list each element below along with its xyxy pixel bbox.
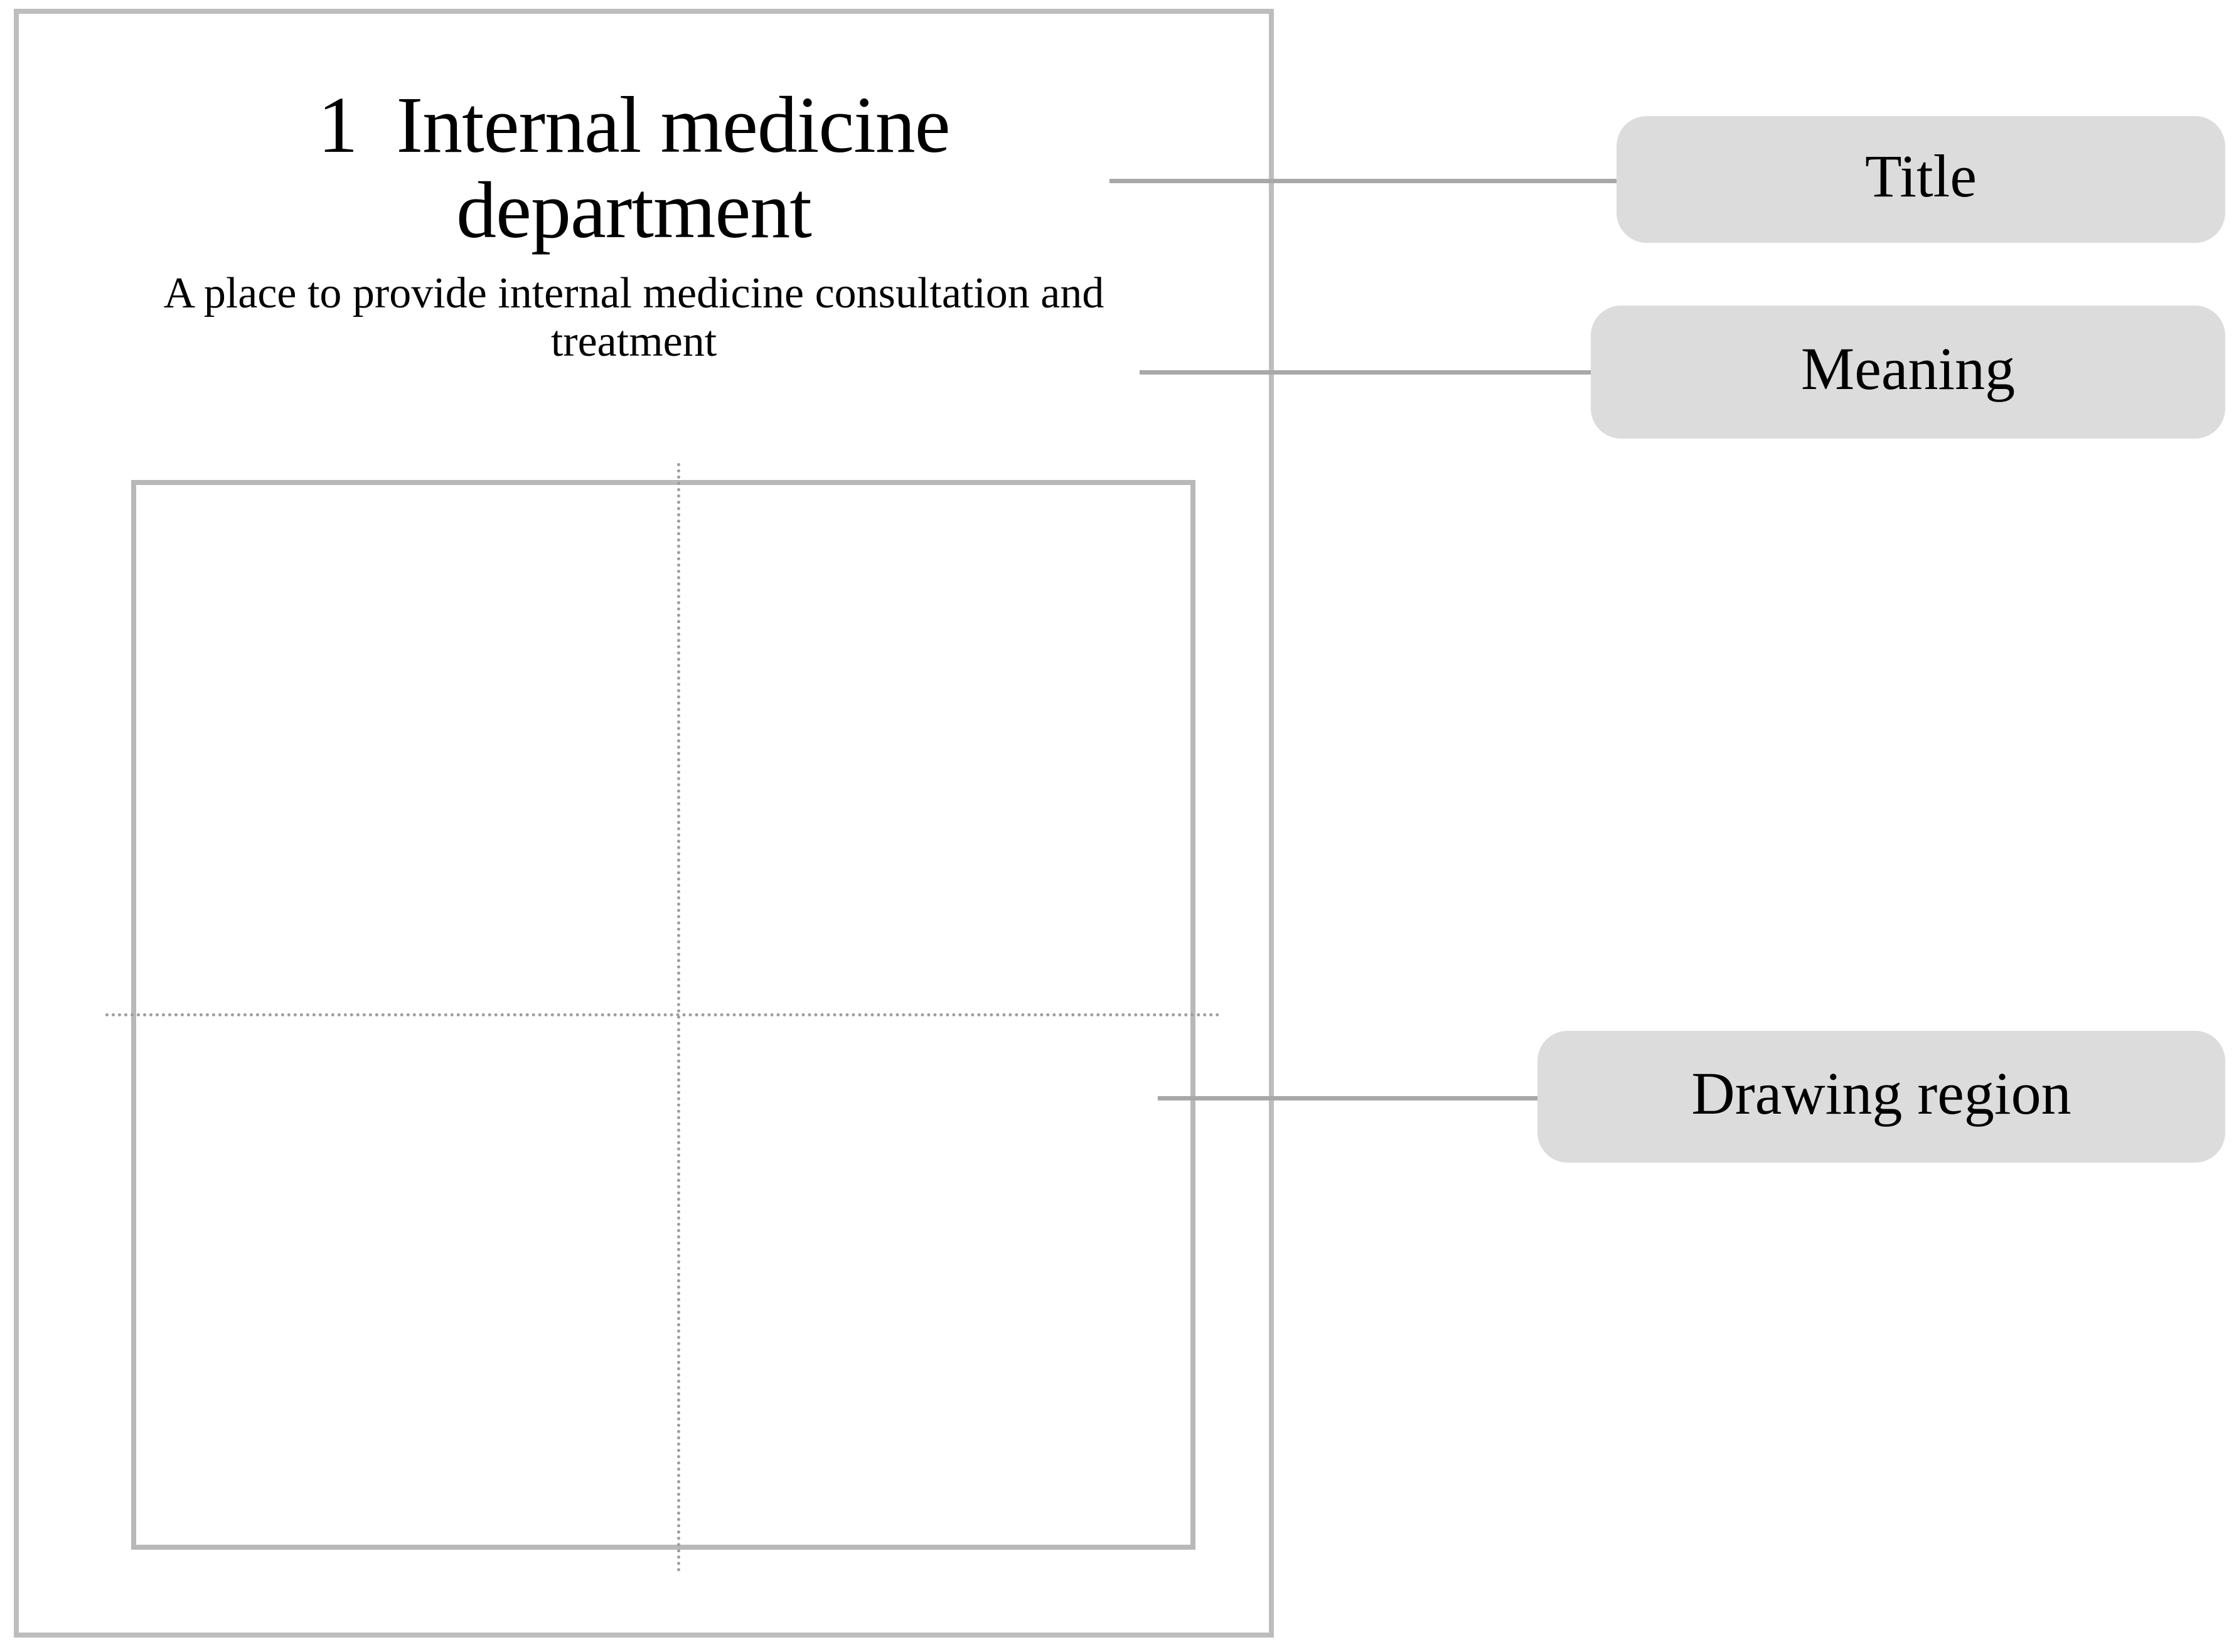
callout-meaning: Meaning: [1591, 306, 2225, 439]
meaning-connector-line: [1140, 370, 1598, 375]
page-title: 1 Internal medicine department: [132, 80, 1136, 255]
page-meaning-text: A place to provide internal medicine con…: [163, 269, 1104, 366]
page-title-text: Internal medicine department: [396, 80, 950, 255]
heading-block: 1 Internal medicine department A place t…: [132, 80, 1136, 366]
callout-drawing-region: Drawing region: [1537, 1031, 2225, 1163]
page-frame: 1 Internal medicine department A place t…: [14, 9, 1274, 1638]
title-connector-line: [1109, 179, 1621, 183]
callout-title: Title: [1617, 116, 2225, 243]
horizontal-guide-line: [105, 1013, 1220, 1016]
vertical-guide-line: [677, 463, 680, 1572]
drawing-region-connector-line: [1158, 1096, 1572, 1100]
page-title-number: 1: [318, 80, 358, 169]
